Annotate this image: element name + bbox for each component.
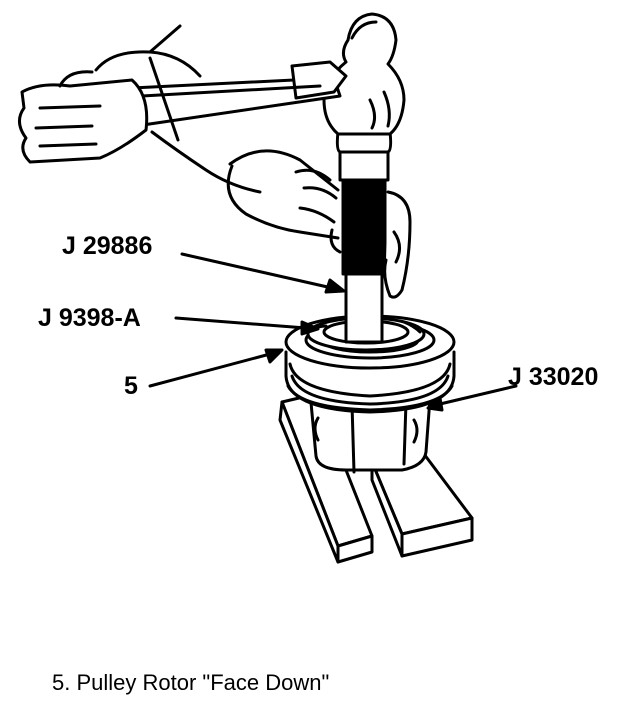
leader-j29886: [180, 252, 334, 290]
leader-j9398a: [174, 316, 308, 330]
leader-arrows: [148, 252, 518, 412]
arrowhead-j29886: [324, 278, 346, 294]
leader-item5: [148, 352, 272, 388]
hammer-hand: [18, 24, 262, 194]
leader-j33020: [438, 384, 518, 406]
installer-tool: [322, 12, 406, 344]
arrowhead-item5: [264, 348, 284, 364]
callout-item-5: 5: [124, 372, 138, 400]
arrowhead-j9398a: [300, 320, 320, 336]
arrowhead-j33020: [426, 396, 444, 412]
callout-j29886: J 29886: [62, 232, 153, 260]
legend-item-5: 5. Pulley Rotor "Face Down": [52, 670, 330, 695]
callout-j9398a: J 9398-A: [38, 304, 141, 332]
hammer: [130, 60, 348, 128]
holding-hand: [226, 149, 412, 299]
callout-j33020: J 33020: [508, 363, 599, 391]
